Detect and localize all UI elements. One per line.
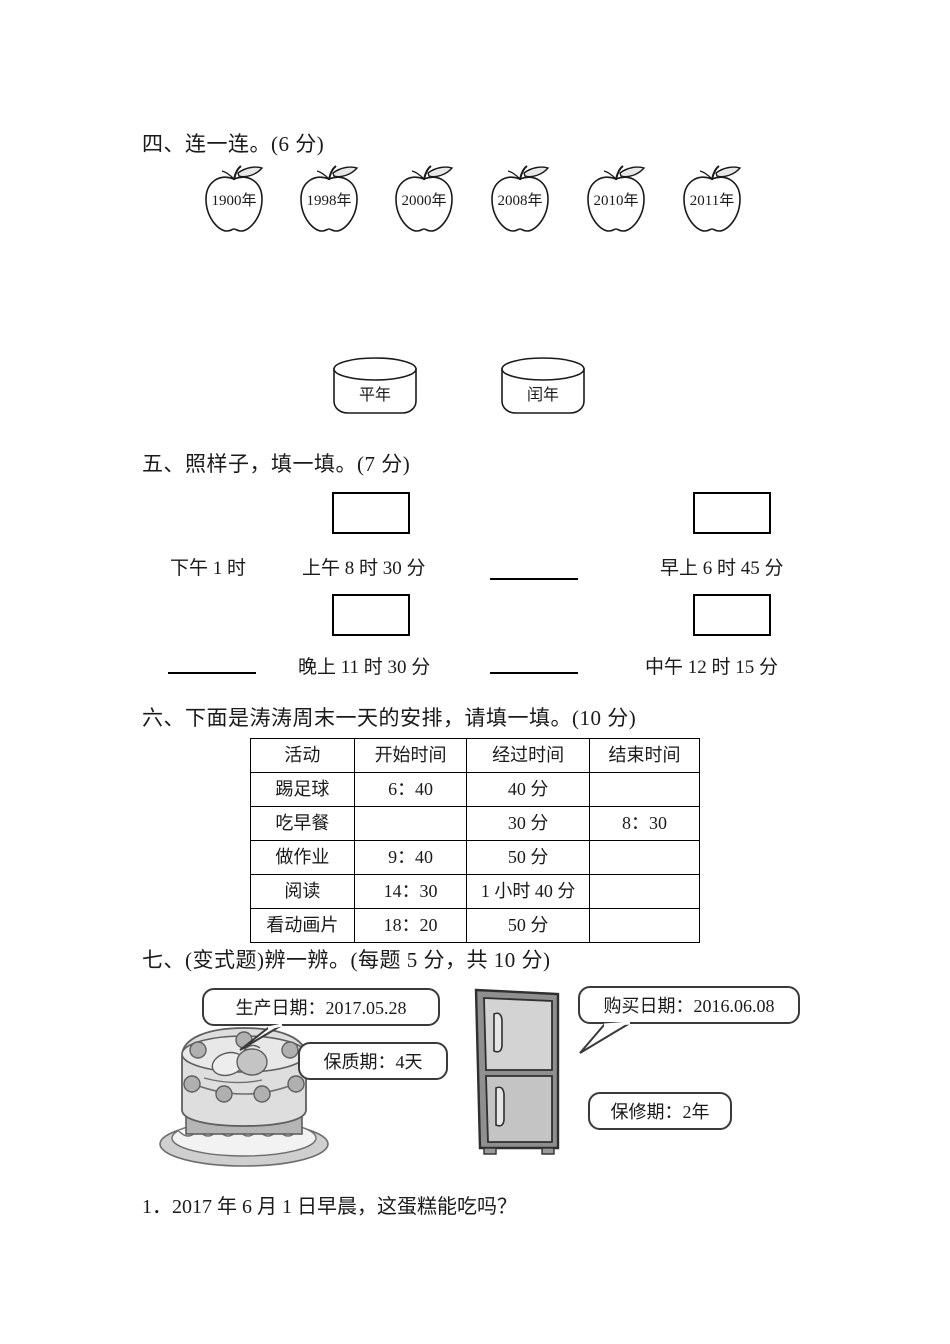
time-label-row2-col4: 中午 12 时 15 分 (645, 657, 779, 678)
apple-year-label: 2010年 (593, 193, 639, 209)
section-seven-heading: 七、(变式题)辨一辨。(每题 5 分，共 10 分) (142, 948, 551, 972)
cell-start: 6：40 (353, 772, 468, 807)
time-label-row1-col1: 下午 1 时 (170, 558, 247, 579)
apple-year-label: 1900年 (211, 193, 257, 209)
fridge-warranty-bubble: 保修期：2年 (588, 1092, 732, 1130)
table-header-activity: 活动 (250, 738, 355, 773)
cell-elapsed: 1 小时 40 分 (466, 874, 590, 909)
cake-production-date-bubble: 生产日期：2017.05.28 (202, 988, 440, 1026)
apple-item[interactable]: 2010年 (578, 163, 654, 235)
basket-leap-year[interactable]: 闰年 (498, 355, 588, 417)
table-row: 阅读 14：30 1 小时 40 分 (250, 874, 701, 909)
cake-shelf-life-bubble: 保质期：4天 (298, 1042, 448, 1080)
answer-box-row1-col2[interactable] (332, 492, 410, 534)
cell-start: 9：40 (353, 840, 468, 875)
fridge-purchase-date-text: 购买日期：2016.06.08 (603, 996, 775, 1016)
table-row: 吃早餐 30 分 8：30 (250, 806, 701, 841)
answer-box-row2-col4[interactable] (693, 594, 771, 636)
cake-production-date-text: 生产日期：2017.05.28 (235, 998, 407, 1018)
cell-end[interactable] (588, 772, 701, 807)
answer-box-row1-col4[interactable] (693, 492, 771, 534)
cell-activity: 踢足球 (250, 772, 355, 807)
question-one: 1．2017 年 6 月 1 日早晨，这蛋糕能吃吗？ (142, 1196, 517, 1218)
cell-start: 18：20 (353, 908, 468, 943)
cell-end[interactable] (588, 908, 701, 943)
apple-item[interactable]: 2011年 (674, 163, 750, 235)
apple-year-label: 2011年 (689, 193, 735, 209)
cell-elapsed: 50 分 (466, 908, 590, 943)
basket-common-year[interactable]: 平年 (330, 355, 420, 417)
table-header-end: 结束时间 (588, 738, 701, 773)
schedule-table: 活动 开始时间 经过时间 结束时间 踢足球 6：40 40 分 吃早餐 30 分… (250, 738, 701, 943)
blank-line-row2-col3[interactable] (490, 672, 578, 674)
cell-end: 8：30 (588, 806, 701, 841)
table-header-start: 开始时间 (353, 738, 468, 773)
cell-start[interactable] (353, 806, 468, 841)
cell-activity: 做作业 (250, 840, 355, 875)
cell-end[interactable] (588, 874, 701, 909)
table-row: 踢足球 6：40 40 分 (250, 772, 701, 807)
time-label-row2-col2: 晚上 11 时 30 分 (298, 657, 431, 678)
apple-item[interactable]: 1998年 (291, 163, 367, 235)
blank-line-row1-col3[interactable] (490, 578, 578, 580)
cake-illustration (152, 1022, 342, 1172)
cell-start: 14：30 (353, 874, 468, 909)
table-row: 看动画片 18：20 50 分 (250, 908, 701, 943)
basket-label: 平年 (358, 387, 391, 404)
table-header-elapsed: 经过时间 (466, 738, 590, 773)
cell-activity: 看动画片 (250, 908, 355, 943)
cake-shelf-life-text: 保质期：4天 (323, 1052, 423, 1072)
cell-elapsed: 40 分 (466, 772, 590, 807)
apple-year-label: 2008年 (497, 193, 543, 209)
fridge-warranty-text: 保修期：2年 (610, 1102, 710, 1122)
time-label-row1-col2: 上午 8 时 30 分 (302, 558, 426, 579)
table-row: 做作业 9：40 50 分 (250, 840, 701, 875)
apple-item[interactable]: 2008年 (482, 163, 558, 235)
apple-year-label: 2000年 (401, 193, 447, 209)
apple-item[interactable]: 1900年 (196, 163, 272, 235)
time-label-row1-col4: 早上 6 时 45 分 (660, 558, 784, 579)
section-six-heading: 六、下面是涛涛周末一天的安排，请填一填。(10 分) (142, 706, 637, 730)
cell-activity: 阅读 (250, 874, 355, 909)
section-four-heading: 四、连一连。(6 分) (142, 132, 325, 156)
basket-label: 闰年 (526, 387, 559, 404)
cake-production-date-bubble-tail (238, 1023, 294, 1057)
cell-end[interactable] (588, 840, 701, 875)
cell-elapsed: 50 分 (466, 840, 590, 875)
apple-item[interactable]: 2000年 (386, 163, 462, 235)
apple-year-label: 1998年 (306, 193, 352, 209)
refrigerator-illustration (466, 984, 570, 1156)
fridge-purchase-date-bubble-tail (578, 1021, 638, 1061)
table-header-row: 活动 开始时间 经过时间 结束时间 (250, 738, 701, 773)
section-five-heading: 五、照样子，填一填。(7 分) (142, 452, 411, 476)
blank-line-row2-col1[interactable] (168, 672, 256, 674)
answer-box-row2-col2[interactable] (332, 594, 410, 636)
cell-elapsed: 30 分 (466, 806, 590, 841)
fridge-purchase-date-bubble: 购买日期：2016.06.08 (578, 986, 800, 1024)
cell-activity: 吃早餐 (250, 806, 355, 841)
